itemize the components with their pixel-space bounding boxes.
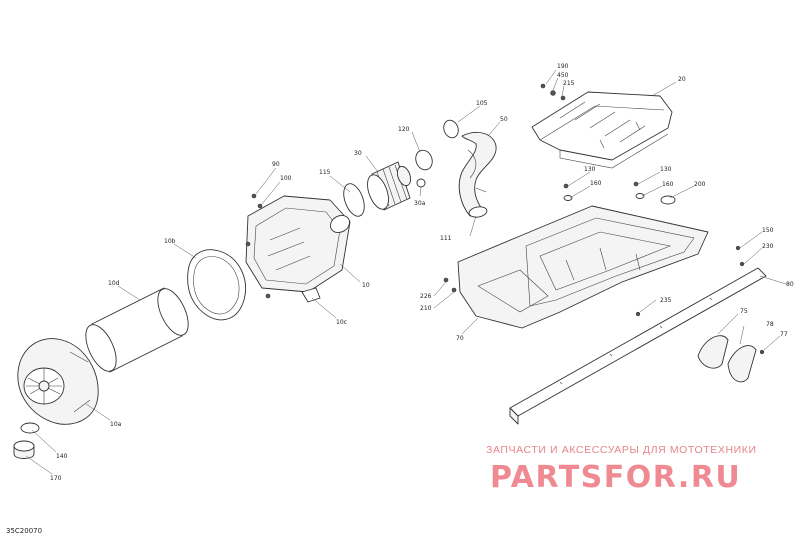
callout-130-b: 130	[660, 166, 672, 173]
callout-111: 111	[440, 235, 452, 242]
callout-30a: 30a	[414, 200, 426, 207]
diagram-code: 35C20070	[6, 527, 43, 535]
callout-80: 80	[786, 281, 794, 288]
callout-10d: 10d	[108, 280, 120, 287]
part-clamp-duct	[443, 119, 497, 218]
part-hardware-130-160-200	[563, 181, 676, 205]
watermark-caption: ЗАПЧАСТИ И АКСЕССУАРЫ ДЛЯ МОТОТЕХНИКИ	[486, 444, 757, 456]
part-tray-frame	[443, 205, 709, 329]
callout-160-a: 160	[590, 180, 602, 187]
callout-150: 150	[762, 227, 774, 234]
part-cap-ring	[13, 422, 40, 459]
callout-50: 50	[500, 116, 508, 123]
callout-215: 215	[563, 80, 575, 87]
part-flex-coupling	[343, 149, 433, 217]
part-rail-80	[509, 245, 767, 425]
part-cover-plate	[531, 91, 673, 169]
callout-labels: 190 450 215 20 105 50 120 30 115 30a 111…	[50, 63, 794, 482]
callout-450: 450	[557, 72, 569, 79]
callout-140: 140	[56, 453, 68, 460]
part-filter-10d	[85, 287, 189, 373]
watermark-logo: PARTSFOR.RU	[490, 460, 742, 495]
callout-235: 235	[660, 297, 672, 304]
callout-70: 70	[456, 335, 464, 342]
callout-190: 190	[557, 63, 569, 70]
callout-230: 230	[762, 243, 774, 250]
callout-78: 78	[766, 321, 774, 328]
leader-lines	[25, 69, 787, 475]
part-screws-190-450-215	[540, 83, 566, 101]
part-end-cap-10a	[17, 338, 99, 425]
callout-170: 170	[50, 475, 62, 482]
callout-200: 200	[694, 181, 706, 188]
callout-10b: 10b	[164, 238, 176, 245]
callout-75: 75	[740, 308, 748, 315]
callout-160-b: 160	[662, 181, 674, 188]
part-airbox-housing	[245, 193, 351, 299]
part-brackets	[697, 335, 765, 383]
callout-210: 210	[420, 305, 432, 312]
callout-100: 100	[280, 175, 292, 182]
part-clip-10c	[301, 287, 321, 303]
callout-10a: 10a	[110, 421, 122, 428]
callout-77: 77	[780, 331, 788, 338]
callout-130-a: 130	[584, 166, 596, 173]
callout-226: 226	[420, 293, 432, 300]
callout-20: 20	[678, 76, 686, 83]
callout-10: 10	[362, 282, 370, 289]
part-gasket-10b	[187, 249, 246, 321]
callout-10c: 10c	[336, 319, 347, 326]
callout-120: 120	[398, 126, 410, 133]
callout-105: 105	[476, 100, 488, 107]
callout-90: 90	[272, 161, 280, 168]
callout-115: 115	[319, 169, 331, 176]
callout-30: 30	[354, 150, 362, 157]
